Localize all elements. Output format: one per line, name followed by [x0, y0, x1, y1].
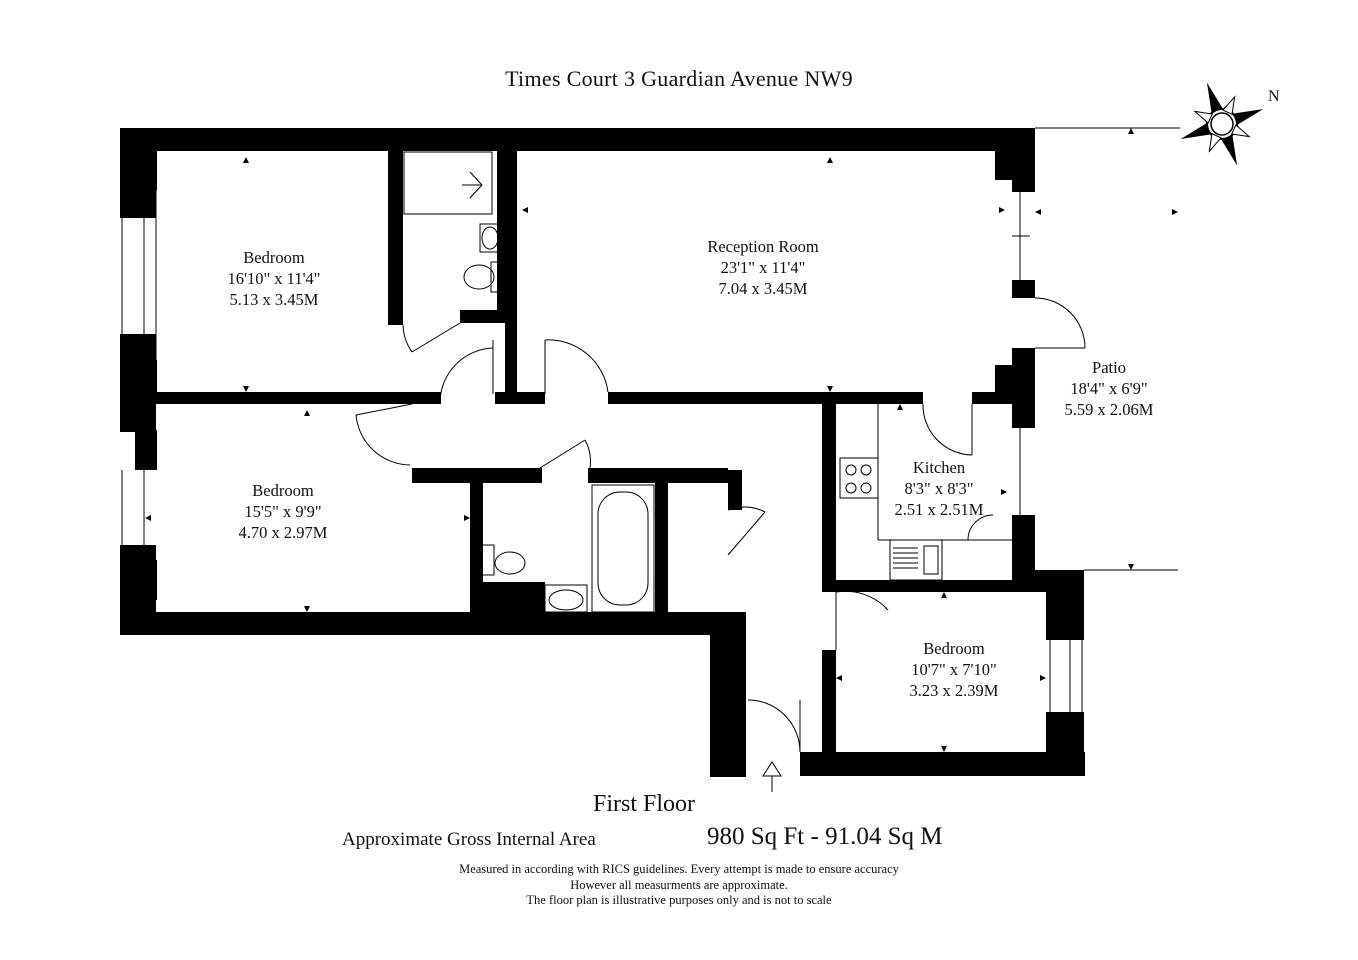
room-imperial: 15'5" x 9'9" [244, 502, 322, 521]
room-metric: 5.59 x 2.06M [1064, 400, 1154, 419]
room-imperial: 18'4" x 6'9" [1070, 379, 1148, 398]
room-label-bedroom-3: Bedroom 10'7" x 7'10" 3.23 x 2.39M [910, 638, 999, 701]
compass-north-label: N [1268, 88, 1280, 105]
room-label-bedroom-2: Bedroom 15'5" x 9'9" 4.70 x 2.97M [239, 480, 328, 543]
room-imperial: 8'3" x 8'3" [904, 479, 974, 498]
room-name: Bedroom [923, 639, 985, 658]
disclaimer-line: The floor plan is illustrative purposes … [526, 893, 832, 907]
room-metric: 3.23 x 2.39M [909, 681, 999, 700]
fixtures [403, 151, 1012, 613]
room-label-bedroom-1: Bedroom 16'10" x 11'4" 5.13 x 3.45M [227, 247, 320, 310]
disclaimer: Measured in according with RICS guidelin… [0, 862, 1358, 909]
entrance-arrow [762, 761, 782, 792]
disclaimer-line: Measured in according with RICS guidelin… [459, 862, 899, 876]
gross-area-label: Approximate Gross Internal Area [342, 829, 596, 850]
windows [121, 190, 1083, 712]
room-metric: 5.13 x 3.45M [229, 290, 319, 309]
room-label-patio: Patio 18'4" x 6'9" 5.59 x 2.06M [1065, 357, 1154, 420]
room-name: Bedroom [252, 481, 314, 500]
measurement-markers [145, 128, 1178, 752]
room-metric: 7.04 x 3.45M [718, 279, 808, 298]
room-name: Bedroom [243, 248, 305, 267]
room-imperial: 23'1" x 11'4" [720, 258, 806, 277]
property-title: Times Court 3 Guardian Avenue NW9 [505, 66, 853, 91]
room-name: Kitchen [912, 458, 966, 477]
room-label-kitchen: Kitchen 8'3" x 8'3" 2.51 x 2.51M [895, 457, 984, 520]
room-name: Reception Room [707, 237, 819, 256]
room-metric: 4.70 x 2.97M [238, 523, 328, 542]
compass-rose-icon [1180, 82, 1264, 166]
room-label-reception: Reception Room 23'1" x 11'4" 7.04 x 3.45… [707, 236, 818, 299]
room-imperial: 10'7" x 7'10" [911, 660, 997, 679]
floor-label: First Floor [593, 791, 696, 817]
patio-outline [1035, 127, 1180, 571]
room-name: Patio [1092, 358, 1126, 377]
exterior-walls [120, 128, 1085, 777]
doors [355, 297, 1086, 753]
room-metric: 2.51 x 2.51M [894, 500, 984, 519]
gross-area-value: 980 Sq Ft - 91.04 Sq M [707, 823, 943, 850]
disclaimer-line: However all measurments are approximate. [570, 877, 788, 892]
room-imperial: 16'10" x 11'4" [227, 269, 321, 288]
